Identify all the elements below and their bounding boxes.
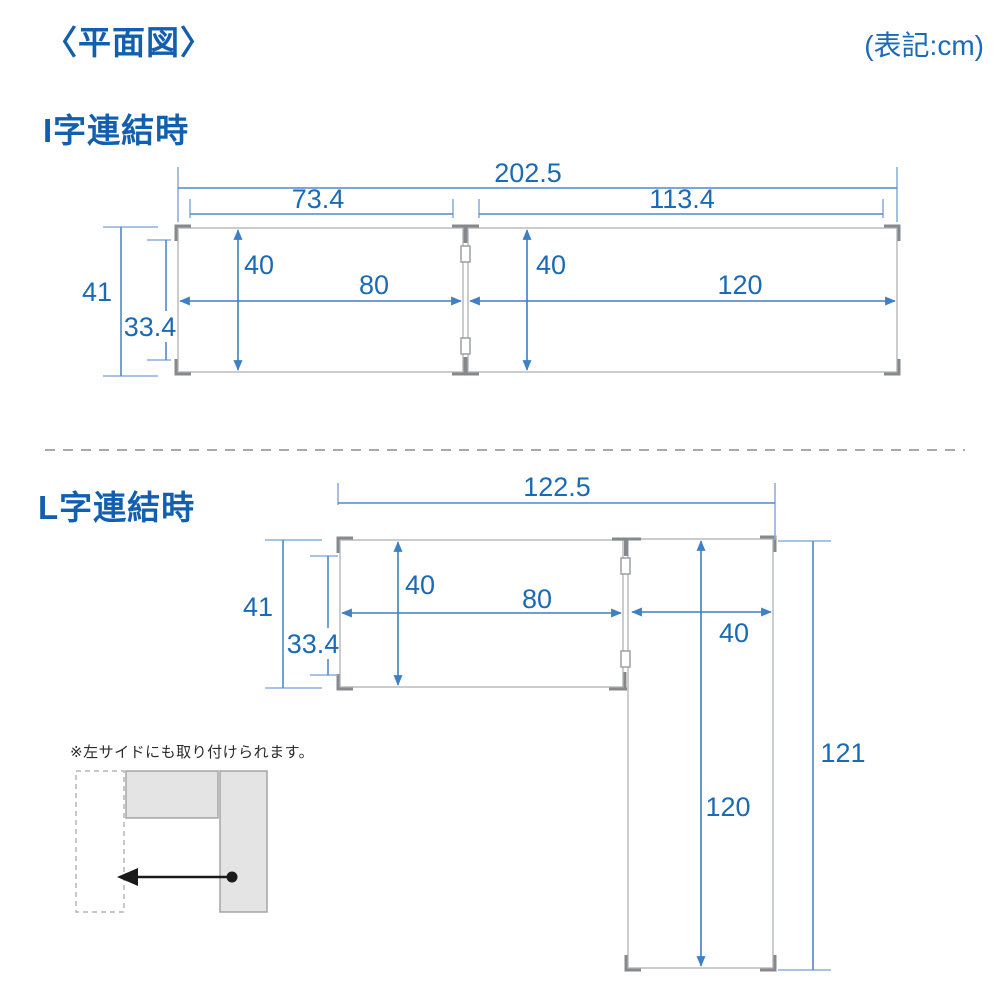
dim-label-inner-depth: 33.4	[124, 312, 177, 342]
note-side-panel	[219, 770, 268, 913]
corner-bracket	[336, 536, 353, 553]
corner-bracket	[760, 955, 777, 972]
corner-bracket	[884, 359, 901, 376]
l-shape-diagram: 122.5 41 33.4 40 80 40 120 121	[243, 472, 866, 972]
note-move-origin-dot	[226, 871, 238, 883]
i-left-desk-panel	[177, 227, 464, 373]
dim-label-right-top: 113.4	[649, 184, 715, 214]
corner-bracket	[174, 224, 191, 241]
corner-bracket	[336, 674, 353, 691]
dim-label-left-depth: 40	[244, 250, 274, 280]
joint-clip	[620, 650, 631, 668]
dim-label-outer-depth: 41	[82, 277, 112, 307]
l-vertical-desk-panel	[627, 538, 774, 969]
note-text: ※左サイドにも取り付けられます。	[70, 744, 315, 761]
dim-label-left-width: 80	[359, 270, 389, 300]
note-mini-diagram	[75, 770, 268, 913]
dim-label-side-depth: 40	[719, 618, 749, 648]
page-title: 〈平面図〉	[44, 24, 214, 61]
joint-clip	[460, 337, 471, 355]
i-right-desk-panel	[467, 227, 898, 373]
dim-label-total-width: 202.5	[494, 158, 562, 188]
joint-clip	[460, 245, 471, 263]
i-section-title: I字連結時	[43, 112, 190, 149]
dim-label-side-length: 120	[705, 792, 750, 822]
dim-label-right-depth: 40	[536, 250, 566, 280]
note-dashed-panel	[75, 770, 125, 913]
note-top-panel	[125, 770, 219, 819]
joint-clip	[620, 557, 631, 575]
corner-bracket	[174, 359, 191, 376]
dim-label-desk-width: 80	[522, 584, 552, 614]
i-shape-diagram: 202.5 73.4 113.4 41 33.4 40 80 40 1	[82, 158, 901, 377]
corner-bracket	[624, 955, 641, 972]
dim-label-outer-depth: 41	[243, 592, 273, 622]
l-horizontal-desk-panel	[339, 539, 624, 688]
corner-bracket	[884, 224, 901, 241]
unit-label: (表記:cm)	[864, 30, 984, 61]
dim-label-side-total: 121	[820, 738, 865, 768]
l-section-title: L字連結時	[38, 489, 196, 526]
dim-label-right-width: 120	[717, 270, 762, 300]
dim-label-top-total: 122.5	[523, 472, 591, 502]
note-move-arrowhead	[117, 868, 138, 886]
dim-label-inner-depth: 33.4	[287, 629, 340, 659]
dim-label-desk-depth: 40	[405, 570, 435, 600]
dim-label-left-top: 73.4	[292, 184, 345, 214]
